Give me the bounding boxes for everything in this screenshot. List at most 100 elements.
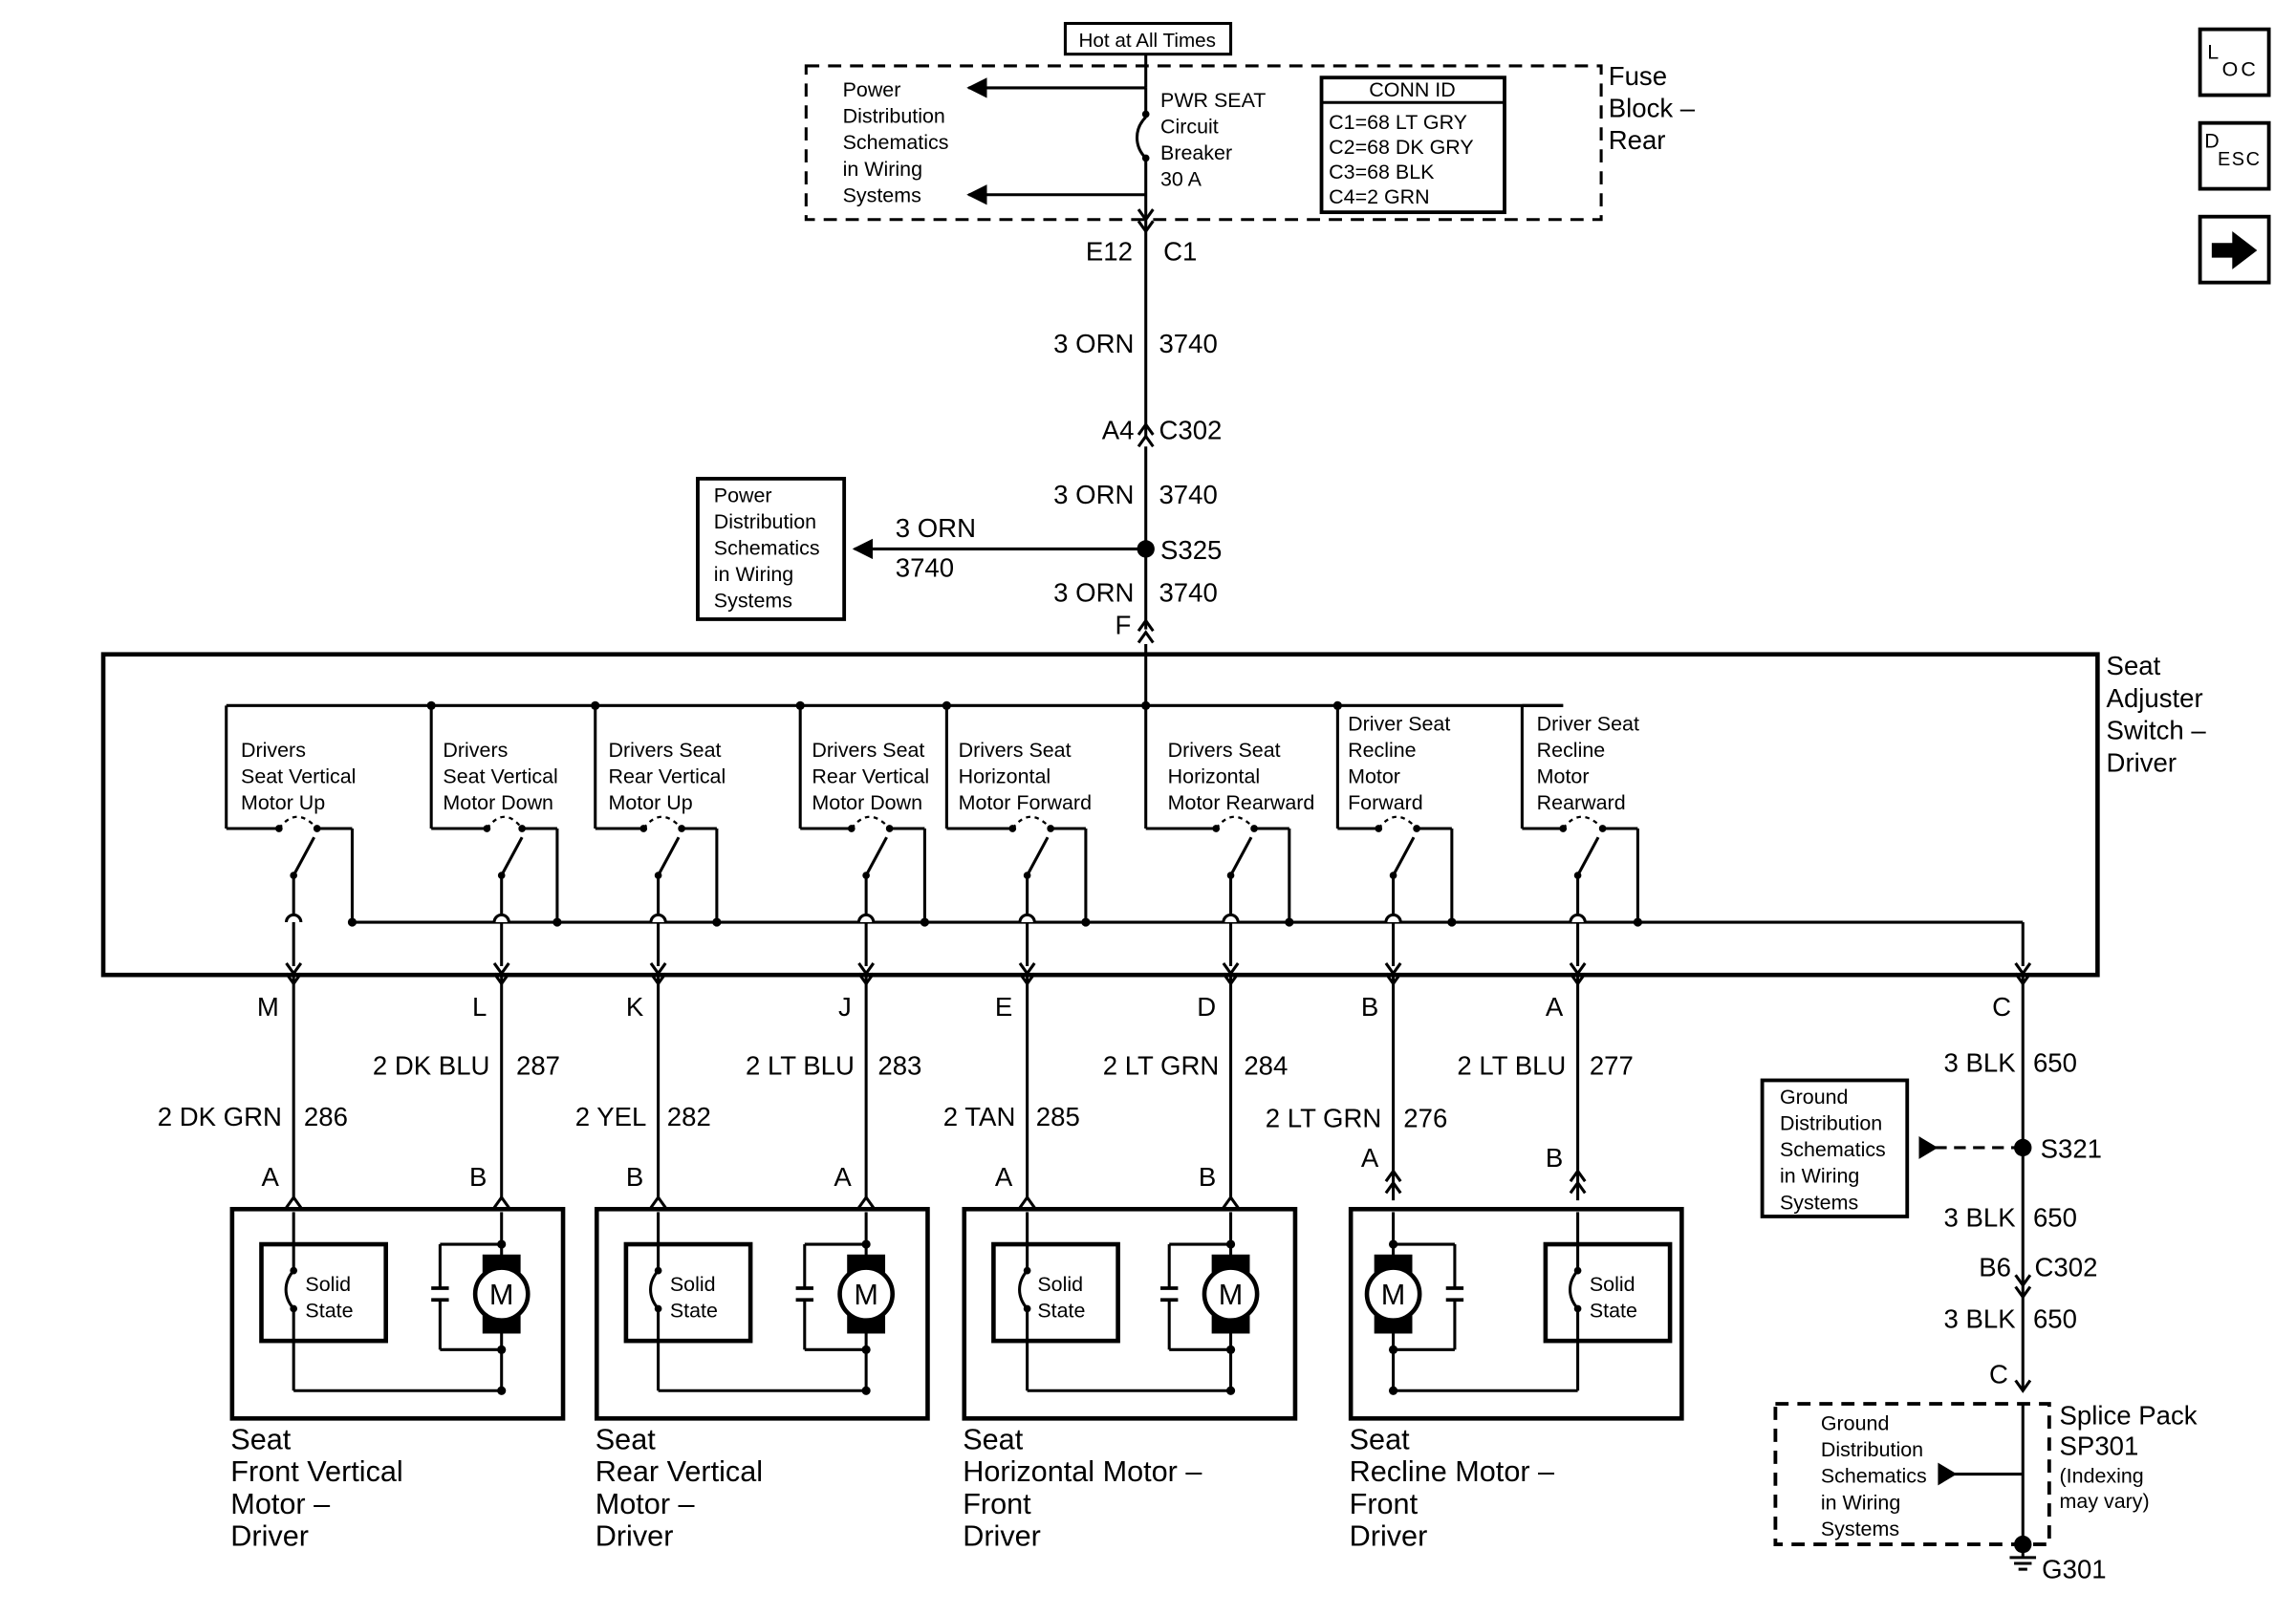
conn-id-box — [1319, 75, 1506, 215]
switch-contact-label: Drivers Seat — [1168, 739, 1281, 762]
power-distribution-ref: in Wiring — [843, 158, 922, 181]
power-distribution-ref: Power — [714, 484, 772, 506]
conn-id-entry: C3=68 BLK — [1329, 161, 1435, 183]
splice-pack-note: may vary) — [2060, 1490, 2150, 1513]
desc-sub-label: ESC — [2218, 149, 2262, 170]
connector-label: C1 — [1163, 237, 1197, 267]
solid-state-label: Solid — [1037, 1273, 1083, 1296]
pin-label: B — [626, 1162, 643, 1192]
switch-contact-label: Drivers — [443, 739, 508, 762]
motor-name-label: Horizontal Motor – — [963, 1455, 1202, 1488]
circuit-number: 276 — [1403, 1104, 1447, 1133]
switch-ganging — [1377, 815, 1418, 829]
motor-name-label: Recline Motor – — [1350, 1455, 1555, 1488]
solid-state-box — [1543, 1241, 1673, 1344]
ground-label: G301 — [2042, 1554, 2106, 1583]
pin-label: A — [995, 1162, 1013, 1192]
wire-crossover — [1222, 913, 1240, 923]
conn-id-entry: C1=68 LT GRY — [1329, 111, 1467, 134]
location-button[interactable]: L OC — [2198, 27, 2271, 97]
power-distribution-ref: Distribution — [714, 510, 816, 533]
connector-symbol — [1384, 1180, 1402, 1195]
ground-dot — [2014, 1535, 2032, 1554]
splice-pack-note: (Indexing — [2060, 1465, 2144, 1488]
motor-assembly-outline — [229, 1206, 566, 1421]
solid-state-label: State — [1590, 1300, 1637, 1323]
circuit-number: 650 — [2033, 1303, 2077, 1333]
wire-color: 3 ORN — [1053, 480, 1134, 509]
breaker-terminal — [1141, 110, 1150, 118]
terminal — [1573, 1304, 1582, 1313]
solid-state-label: State — [1037, 1300, 1085, 1323]
wire-crossover — [492, 913, 510, 923]
splice-label: S325 — [1160, 535, 1222, 565]
switch-ganging — [642, 815, 682, 829]
wire-crossover — [284, 913, 303, 923]
wire-crossover — [1569, 913, 1587, 923]
switch-contact-label: Motor Up — [609, 791, 693, 814]
motor-name-label: Driver — [230, 1520, 309, 1553]
switch-ganging — [1215, 815, 1255, 829]
motor-name-label: Seat — [963, 1423, 1023, 1455]
connector-label: C302 — [1159, 416, 1222, 445]
splice-pack-label: SP301 — [2060, 1432, 2139, 1461]
wire-color: 2 LT BLU — [746, 1050, 855, 1080]
return-dot — [1633, 917, 1642, 927]
pin-label: B6 — [1979, 1253, 2011, 1282]
switch-ganging — [1011, 815, 1051, 829]
motor-letter: M — [1381, 1279, 1406, 1311]
ground-distribution-ref: Systems — [1780, 1191, 1858, 1214]
fuse-block-label: Rear — [1609, 125, 1666, 155]
power-distribution-ref: Systems — [843, 183, 921, 206]
next-page-button[interactable] — [2198, 214, 2271, 285]
pin-label: B — [1361, 992, 1378, 1022]
motor-symbol — [1202, 1265, 1260, 1323]
circuit-number: 286 — [304, 1102, 348, 1131]
connector-symbol — [1137, 208, 1155, 223]
pin-label: M — [257, 992, 279, 1022]
wire-color: 2 LT BLU — [1457, 1050, 1566, 1080]
return-dot — [920, 917, 929, 927]
breaker-label: PWR SEAT — [1160, 89, 1266, 112]
solid-state-box — [991, 1241, 1120, 1344]
pin-label: B — [469, 1162, 487, 1192]
switch-blade — [1576, 836, 1600, 876]
connector-symbol — [1137, 617, 1155, 633]
motor-name-label: Front — [963, 1488, 1031, 1520]
motor-name-label: Rear Vertical — [596, 1455, 763, 1488]
motor-name-label: Driver — [963, 1520, 1041, 1553]
connector-symbol — [1384, 1168, 1402, 1183]
switch-contact-label: Forward — [1348, 791, 1423, 814]
hot-at-all-times-label: Hot at All Times — [1078, 30, 1216, 52]
circuit-number: 282 — [667, 1102, 711, 1131]
motor-assembly-outline — [962, 1206, 1298, 1421]
seat-adjuster-switch-outline — [100, 652, 2100, 978]
wire-color: 2 DK BLU — [373, 1050, 490, 1080]
connector-symbol — [492, 1195, 510, 1209]
motor-name-label: Seat — [230, 1423, 291, 1455]
ground-distribution-ref-box — [1760, 1078, 1910, 1218]
breaker-label: 30 A — [1160, 168, 1202, 191]
wire-color: 3 ORN — [1053, 329, 1134, 358]
switch-contact-label: Rear Vertical — [609, 765, 726, 788]
wire-color: 3 ORN — [896, 513, 976, 543]
description-button[interactable]: D ESC — [2198, 120, 2271, 191]
switch-contact-label: Drivers Seat — [609, 739, 722, 762]
ground-distribution-ref: Schematics — [1821, 1465, 1927, 1488]
wire-crossover — [649, 913, 667, 923]
solid-state-switch — [1569, 1269, 1579, 1310]
wire-crossover — [856, 913, 876, 923]
switch-contact-label: Motor — [1348, 765, 1400, 788]
switch-contact-label: Driver Seat — [1348, 712, 1450, 735]
switch-contact-label: Horizontal — [1168, 765, 1261, 788]
splice-pack-label: Splice Pack — [2060, 1400, 2198, 1430]
solid-state-label: Solid — [305, 1273, 351, 1296]
solid-state-box — [259, 1241, 388, 1344]
connector-symbol — [2014, 1274, 2032, 1288]
switch-contact-label: Recline — [1348, 739, 1417, 762]
switch-contact-label: Drivers — [241, 739, 306, 762]
connector-symbol — [2014, 1285, 2032, 1300]
circuit-number: 283 — [877, 1050, 921, 1080]
terminal — [1573, 1266, 1582, 1275]
